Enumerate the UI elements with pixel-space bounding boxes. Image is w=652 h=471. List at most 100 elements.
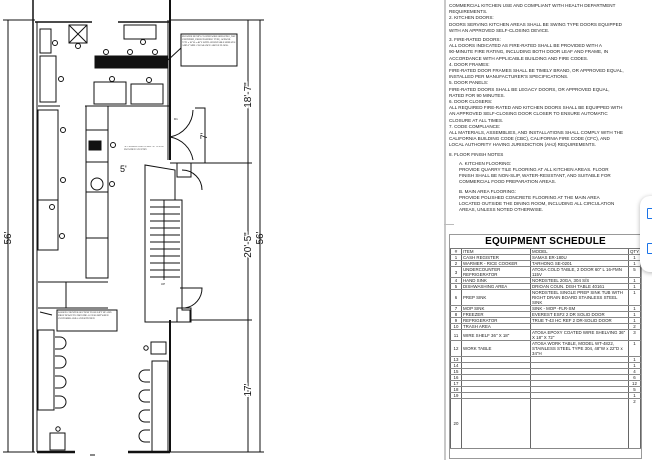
note-line: CALIFORNIA BUILDING CODE (CBC), CALIFORN… (449, 136, 610, 142)
note-line: LOCAL AUTHORITY HAVING JURISDICTION (AHJ… (449, 142, 596, 148)
row-item: FREEZER (461, 311, 531, 318)
row-qty: 2 (627, 323, 642, 330)
note-line: 90-MINUTE FIRE RATING, INCLUDING BOTH DO… (449, 49, 609, 55)
schedule-title: EQUIPMENT SCHEDULE (450, 235, 641, 249)
row-item (461, 362, 531, 369)
row-qty: 12 (627, 380, 642, 387)
header-item: ITEM (461, 249, 531, 255)
note-line: ALL MATERIALS, ASSEMBLIES, AND INSTALLAT… (449, 130, 624, 136)
note-line: 2. KITCHEN DOORS: (449, 15, 494, 21)
note-line: INSTALLED PER MANUFACTURER'S SPECIFICATI… (449, 74, 569, 80)
note-line: PROVIDE QUARRY TILE FLOORING AT ALL KITC… (459, 167, 609, 173)
row-item (461, 386, 531, 393)
row-qty: 1 (627, 362, 642, 369)
row-qty: 6 (627, 374, 642, 381)
note-line: ALL DOORS INDICATED AS FIRE-RATED SHALL … (449, 43, 602, 49)
shelving-note: PROVIDE EPOXY COATED WIRE SHELVING, NSF … (182, 35, 236, 47)
note-line: CLOSURE AT ALL TIMES. (449, 117, 504, 123)
stair-up-label: UP (161, 282, 165, 286)
note-line: DOORS SERVING KITCHEN AREAS SHALL BE SWI… (449, 21, 622, 27)
row-item (461, 368, 531, 375)
door-tag: D1 (174, 117, 178, 121)
note-line: COMMERCIAL KITCHEN USE AND COMPLIANT WIT… (449, 3, 616, 8)
row-qty: 1 (627, 283, 642, 290)
row-model: ATOSA COLD TABLE, 2 DOOR 60" L 16-FMN 11… (530, 266, 629, 278)
row-number: 20 (450, 398, 462, 449)
note-line: AREAS, UNLESS NOTED OTHERWISE. (459, 207, 544, 213)
row-qty: 1 (627, 254, 642, 261)
row-item: WORK TABLE (461, 340, 531, 357)
schedule-row: 20 2 (450, 398, 642, 449)
floor-plan: 56' 56' 18'-7" 20'-5" 17' 5' 7' D1 UP PR… (3, 0, 266, 456)
note-line: AN APPROVED SELF-CLOSING DOOR CLOSER TO … (449, 111, 608, 117)
note-line: LOCATED OUTSIDE THE DINING ROOM, INCLUDI… (459, 201, 615, 207)
row-number: 12 (450, 340, 462, 357)
row-qty: 1 (627, 356, 642, 363)
row-qty: 5 (627, 386, 642, 393)
row-qty: 2 (627, 398, 642, 449)
dimension-corridor: 5' (120, 164, 127, 174)
row-item: REFRIGERATOR (461, 317, 531, 324)
side-popup (640, 196, 652, 272)
row-model: ATOSA EPOXY COATED WIRE SHELVING 36" X 1… (530, 329, 629, 341)
dimension-lower: 17' (243, 383, 254, 396)
stools (55, 336, 150, 443)
comment-icon[interactable] (647, 208, 652, 219)
dimension-middle: 20'-5" (243, 232, 254, 258)
note-line: FIRE-RATED DOOR FRAMES SHALL BE TIMELY B… (449, 68, 624, 74)
note-line: WITH AN APPROVED SELF-CLOSING DEVICE. (449, 27, 550, 33)
note-line: A. KITCHEN FLOORING: (459, 160, 512, 166)
row-number: 6 (450, 289, 462, 306)
row-item: WARMER - RICE COOKER (461, 260, 531, 267)
row-qty: 1 (627, 392, 642, 399)
note-line: 3. FIRE-RATED DOORS: (449, 37, 501, 43)
panel-divider (444, 224, 454, 225)
note-line: FINISH SHALL BE NON-SLIP, WATER-RESISTAN… (459, 173, 611, 179)
note-line: 4. DOOR FRAMES: (449, 61, 490, 67)
row-item (461, 398, 531, 449)
note-line: 7. CODE COMPLIANCE: (449, 123, 501, 129)
row-item: CASH REGISTER (461, 254, 531, 261)
note-line: ACCORDANCE WITH APPLICABLE BUILDING AND … (449, 55, 589, 61)
row-model: ATOSA WORK TABLE, MODEL WT-4822, STAINLE… (530, 340, 629, 357)
row-item: DISHWASHING AREA (461, 283, 531, 290)
stair-treads (150, 199, 180, 280)
row-item (461, 356, 531, 363)
row-item: TRASH AREA (461, 323, 531, 330)
note-line: 6. DOOR CLOSERS: (449, 99, 493, 105)
note-line: 8. FLOOR FINISH NOTES (449, 151, 504, 157)
row-model (530, 398, 629, 449)
row-item (461, 392, 531, 399)
row-qty: 1 (627, 311, 642, 318)
row-number: 3 (450, 266, 462, 278)
work-table (94, 55, 168, 69)
note-line: PROVIDE POLISHED CONCRETE FLOORING AT TH… (459, 194, 600, 200)
dimension-overall-left: 56' (3, 231, 14, 244)
comment-icon[interactable] (647, 243, 652, 254)
row-qty: 5 (627, 266, 642, 278)
schedule-header-row: # ITEM MODEL QTY (450, 249, 642, 255)
row-number: 11 (450, 329, 462, 341)
row-qty: 1 (627, 289, 642, 306)
accessible-route-note: ACCESSIBLE ROUTE MIN. 36" CLEAR PROVIDED… (124, 146, 164, 151)
row-item (461, 380, 531, 387)
row-item: UNDERCOUNTER REFRIGERATOR (461, 266, 531, 278)
row-qty: 3 (627, 329, 642, 341)
header-qty: QTY (627, 249, 642, 255)
